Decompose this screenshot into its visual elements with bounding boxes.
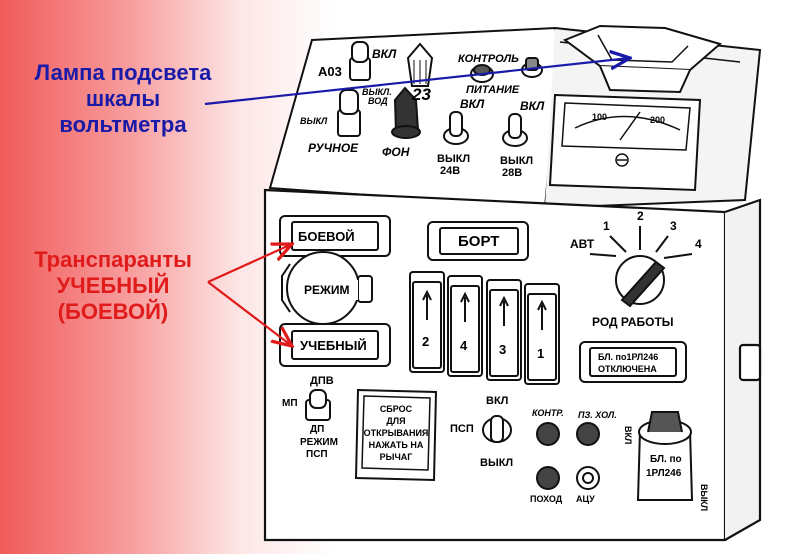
label-vykl-24-2: 24В	[440, 165, 460, 177]
toggle-24v[interactable]	[443, 111, 469, 145]
callout-transparency: Транспаранты УЧЕБНЫЙ (БОЕВОЙ)	[18, 247, 208, 325]
label-reset-5: РЫЧАГ	[380, 452, 413, 462]
label-vykl-24-1: ВЫКЛ	[437, 153, 470, 165]
label-dpv: ДПВ	[310, 375, 334, 387]
label-pohod: ПОХОД	[530, 494, 563, 504]
psp-toggle-switch[interactable]	[482, 415, 512, 443]
label-slot-1: 1	[537, 346, 544, 361]
label-dial-4: 4	[695, 237, 702, 251]
label-dial-3: 3	[670, 219, 677, 233]
uchebny-pointer-arrow	[207, 281, 292, 346]
reset-lever-box[interactable]	[354, 388, 438, 482]
boevoy-transparency	[279, 215, 391, 257]
label-rezhim: РЕЖИМ	[304, 283, 349, 297]
label-bl-plug-1: БЛ. по	[650, 454, 682, 465]
voltmeter-scale-left: 100	[592, 112, 607, 122]
label-reset-1: СБРОС	[380, 404, 413, 414]
callout-transparency-line-3: (БОЕВОЙ)	[57, 299, 169, 324]
label-vykl-left: ВЫКЛ	[300, 116, 328, 126]
label-acu: АЦУ	[576, 494, 595, 504]
toggle-28v[interactable]	[502, 113, 528, 147]
label-vkl-24: ВКЛ	[460, 97, 485, 111]
label-slot-2: 2	[422, 334, 429, 349]
label-pz-hol: ПЗ. ХОЛ.	[578, 410, 617, 420]
label-vykl-28-2: 28В	[502, 167, 522, 179]
label-dp: ДП	[310, 424, 324, 435]
label-bort: БОРТ	[458, 233, 499, 250]
callout-lamp-line-2: шкалы	[85, 86, 161, 111]
label-rezhim-psp-1: РЕЖИМ	[300, 437, 338, 448]
label-knob-23: 23	[411, 85, 431, 104]
label-slot-4: 4	[460, 338, 468, 353]
slot-3[interactable]	[486, 279, 522, 381]
label-vykl-vod-1: ВЫКЛ.	[362, 87, 392, 97]
lamp-pointer-arrow	[204, 58, 630, 106]
label-slot-3: 3	[499, 342, 506, 357]
label-vykl-vertical: ВЫКЛ	[699, 484, 709, 511]
rod-raboty-dial[interactable]	[589, 226, 693, 308]
label-indicator-1: БЛ. по1РЛ246	[598, 352, 658, 362]
callout-transparency-line-2: УЧЕБНЫЙ	[56, 273, 170, 298]
label-rezhim-psp-2: ПСП	[306, 449, 328, 460]
pohod-knob[interactable]	[536, 466, 560, 490]
label-boevoy: БОЕВОЙ	[298, 229, 355, 244]
voltmeter-scale-right: 200	[650, 115, 665, 125]
label-vykl-vod-2: ВОД	[368, 96, 388, 106]
label-dial-1: 1	[603, 219, 610, 233]
lamp-housing	[562, 24, 723, 94]
label-a03: А03	[318, 64, 342, 79]
label-mp: МП	[282, 398, 298, 409]
bl-plug-socket[interactable]	[636, 411, 694, 501]
label-avt: АВТ	[570, 237, 595, 251]
ruchnoe-toggle-switch[interactable]	[337, 89, 361, 137]
voltmeter	[548, 93, 702, 192]
label-vykl-28-1: ВЫКЛ	[500, 155, 533, 167]
label-reset-2: ДЛЯ	[386, 416, 405, 426]
callout-lamp-line-1: Лампа подсвета	[34, 60, 212, 85]
acu-lamp	[576, 466, 600, 490]
label-psp: ПСП	[450, 423, 474, 435]
label-reset-3: ОТКРЫВАНИЯ	[364, 428, 429, 438]
bort-panel	[427, 221, 529, 261]
label-ruchnoe: РУЧНОЕ	[308, 141, 359, 155]
label-reset-4: НАЖАТЬ НА	[369, 440, 424, 450]
otklyuchena-indicator	[579, 341, 687, 383]
label-uchebny: УЧЕБНЫЙ	[300, 338, 367, 353]
rezhim-cover[interactable]	[281, 251, 373, 325]
callout-lamp: Лампа подсвета шкалы вольтметра	[18, 60, 228, 138]
a03-toggle-switch[interactable]	[349, 41, 371, 81]
label-dial-2: 2	[637, 209, 644, 223]
slot-4[interactable]	[447, 275, 483, 377]
boevoy-pointer-arrow	[207, 244, 292, 284]
label-kontrol: КОНТРОЛЬ	[458, 53, 519, 65]
label-bl-plug-2: 1РЛ246	[646, 468, 682, 479]
pz-hol-knob[interactable]	[576, 422, 600, 446]
fon-knob[interactable]	[391, 86, 421, 139]
uchebny-transparency	[279, 323, 391, 367]
label-rod-raboty: РОД РАБОТЫ	[592, 315, 674, 329]
callout-transparency-line-1: Транспаранты	[34, 247, 192, 272]
label-fon: ФОН	[382, 145, 410, 159]
callout-lamp-line-3: вольтметра	[59, 112, 187, 137]
label-vykl-front: ВЫКЛ	[480, 457, 513, 469]
label-pitanie: ПИТАНИЕ	[466, 84, 520, 96]
label-vkl-28: ВКЛ	[520, 99, 545, 113]
kontr-knob[interactable]	[536, 422, 560, 446]
label-kontr: КОНТР.	[532, 408, 564, 418]
label-vkl-top: ВКЛ	[372, 47, 397, 61]
label-vkl-vertical: ВКЛ	[623, 426, 633, 444]
slot-2[interactable]	[409, 271, 445, 373]
label-vkl-front: ВКЛ	[486, 395, 508, 407]
slot-1[interactable]	[524, 283, 560, 385]
label-indicator-2: ОТКЛЮЧЕНА	[598, 364, 657, 374]
dpv-toggle-switch[interactable]	[305, 389, 331, 421]
